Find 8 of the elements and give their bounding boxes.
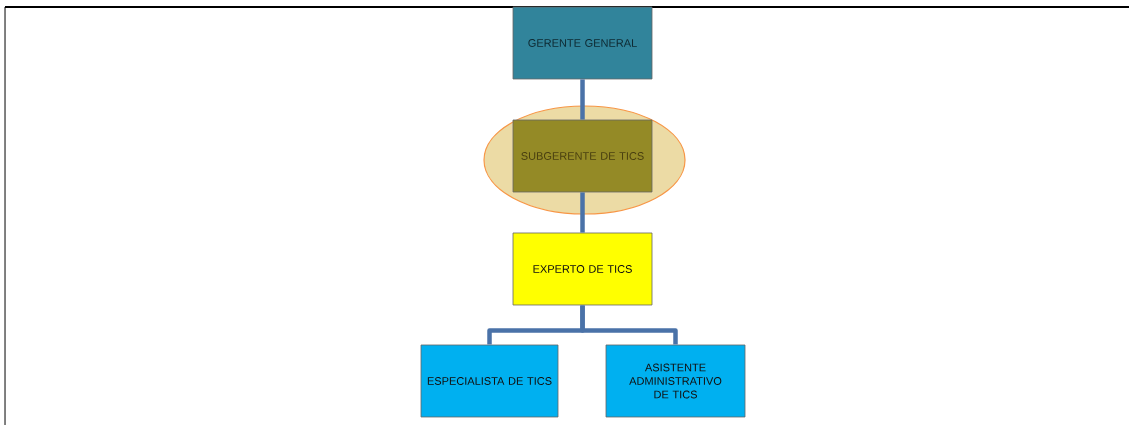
org-box: SUBGERENTE DE TICS (512, 119, 653, 193)
org-box: GERENTE GENERAL (512, 6, 653, 80)
connector-line (580, 79, 585, 120)
connector-line (580, 192, 585, 233)
connector-line (580, 305, 678, 345)
org-box: ASISTENTE ADMINISTRATIVO DE TICS (605, 344, 746, 418)
org-box: ESPECIALISTA DE TICS (420, 344, 559, 418)
org-box: EXPERTO DE TICS (512, 232, 653, 306)
